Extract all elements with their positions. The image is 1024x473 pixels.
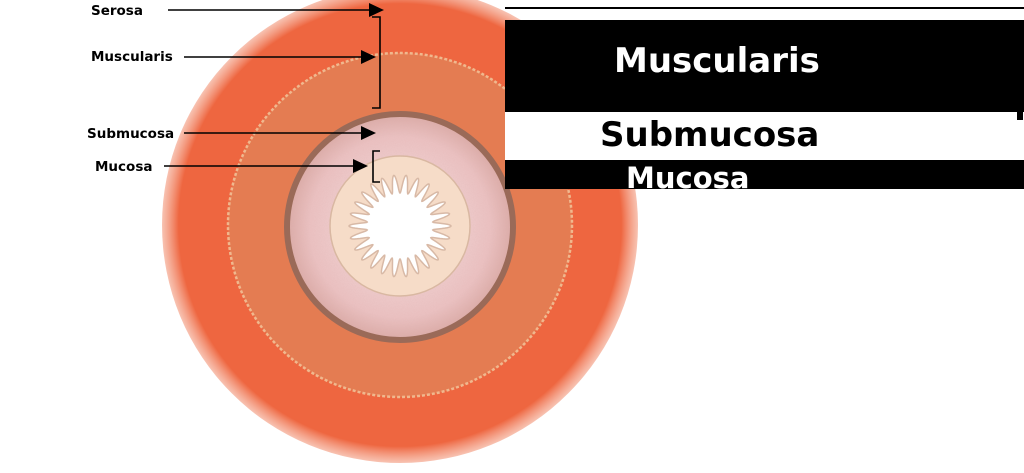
label-serosa: Serosa bbox=[91, 3, 143, 19]
legend-band-mucosa bbox=[505, 160, 1024, 189]
legend-muscularis: Muscularis bbox=[614, 41, 820, 81]
muscularis-bracket bbox=[372, 16, 381, 109]
pointer-arrows bbox=[164, 9, 381, 183]
label-mucosa: Mucosa bbox=[95, 159, 152, 175]
label-muscularis: Muscularis bbox=[91, 49, 173, 65]
legend-band-submucosa bbox=[505, 112, 1024, 160]
muscularis-arrowhead bbox=[361, 50, 376, 64]
legend-submucosa: Submucosa bbox=[600, 115, 819, 155]
submucosa-arrowhead bbox=[361, 126, 376, 140]
lumen-villi bbox=[348, 174, 452, 278]
legend-mucosa: Mucosa bbox=[626, 161, 749, 195]
mucosa-bracket bbox=[372, 150, 380, 183]
arrow-heads bbox=[353, 3, 384, 173]
label-submucosa: Submucosa bbox=[87, 126, 174, 142]
mucosa-arrowhead bbox=[353, 159, 368, 173]
layer-legend: Muscularis Submucosa Mucosa bbox=[505, 7, 1024, 195]
legend-band-muscularis bbox=[505, 20, 1024, 112]
serosa-arrowhead bbox=[369, 3, 384, 17]
